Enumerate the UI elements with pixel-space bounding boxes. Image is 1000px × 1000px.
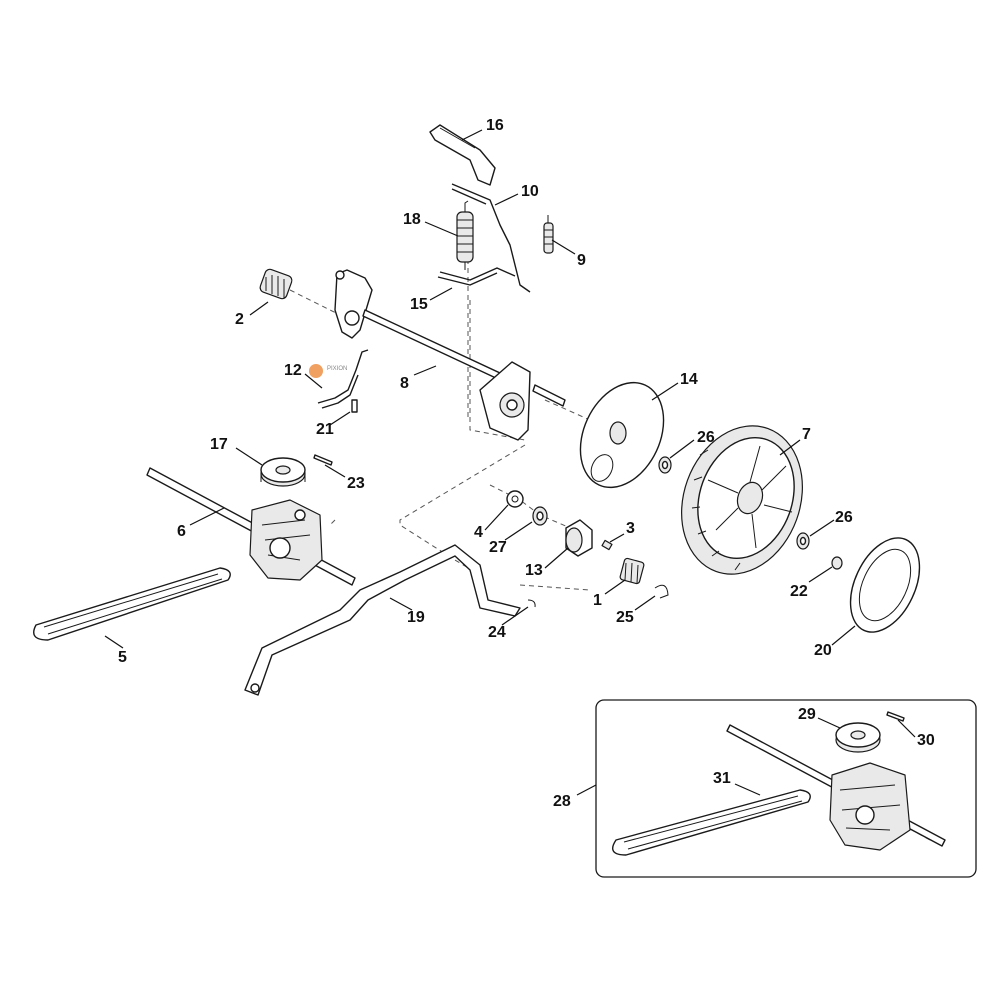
axle-part-8 <box>334 269 566 441</box>
callout-10: 10 <box>521 183 539 200</box>
callout-7: 7 <box>802 426 811 443</box>
callout-3: 3 <box>626 520 635 537</box>
wheel-part-7 <box>681 425 803 575</box>
callout-30: 30 <box>917 732 935 749</box>
leader-lines <box>104 129 916 796</box>
wire-lever-part-12: PIXION <box>309 349 369 409</box>
hub-disc-part-14 <box>579 381 665 489</box>
nut-part-22 <box>831 556 843 570</box>
callout-labels: 16 10 18 9 15 2 8 12 21 14 26 7 26 17 23… <box>118 117 935 810</box>
callout-25: 25 <box>616 609 634 626</box>
callout-23: 23 <box>347 475 365 492</box>
callout-20: 20 <box>814 642 832 659</box>
hub-cover-part-20 <box>849 537 921 633</box>
clip-part-24 <box>527 599 536 608</box>
pinion-part-1 <box>619 557 645 585</box>
belt-part-5 <box>33 567 231 641</box>
callout-27: 27 <box>489 539 507 556</box>
screw-part-21 <box>351 399 358 413</box>
callout-2: 2 <box>235 311 244 328</box>
pin-part-23 <box>313 454 333 466</box>
callout-15: 15 <box>410 296 428 313</box>
small-spring-part-9 <box>543 215 554 254</box>
callout-16: 16 <box>486 117 504 134</box>
callout-14: 14 <box>680 371 698 388</box>
callout-31: 31 <box>713 770 731 787</box>
bushing-part-27 <box>532 506 548 526</box>
bracket-wire-part-15 <box>437 267 516 286</box>
callout-24: 24 <box>488 624 506 641</box>
callout-29: 29 <box>798 706 816 723</box>
watermark-text: PIXION <box>327 366 347 372</box>
callout-5: 5 <box>118 649 127 666</box>
callout-26: 26 <box>697 429 715 446</box>
callout-21: 21 <box>316 421 334 438</box>
callout-26: 26 <box>835 509 853 526</box>
clip-part-25 <box>654 584 669 599</box>
lever-cover-part-16 <box>429 124 496 186</box>
callout-28: 28 <box>553 793 571 810</box>
callout-8: 8 <box>400 375 409 392</box>
spring-part-18 <box>456 200 474 270</box>
callout-17: 17 <box>210 436 228 453</box>
inset-box-part-28 <box>595 699 977 878</box>
lever-rod-part-10 <box>451 183 531 293</box>
pinion-part-2 <box>259 268 293 300</box>
washer-part-4 <box>506 490 524 508</box>
key-part-3 <box>601 539 613 551</box>
callout-6: 6 <box>177 523 186 540</box>
callout-12: 12 <box>284 362 302 379</box>
callout-19: 19 <box>407 609 425 626</box>
clutch-part-13 <box>565 519 593 557</box>
callout-18: 18 <box>403 211 421 228</box>
callout-22: 22 <box>790 583 808 600</box>
washer-part-26-a <box>658 456 672 474</box>
pulley-part-17 <box>260 457 306 487</box>
callout-4: 4 <box>474 524 483 541</box>
washer-part-26-b <box>796 532 810 550</box>
callout-1: 1 <box>593 592 602 609</box>
callout-13: 13 <box>525 562 543 579</box>
callout-9: 9 <box>577 252 586 269</box>
gearbox-part-6 <box>146 467 356 586</box>
